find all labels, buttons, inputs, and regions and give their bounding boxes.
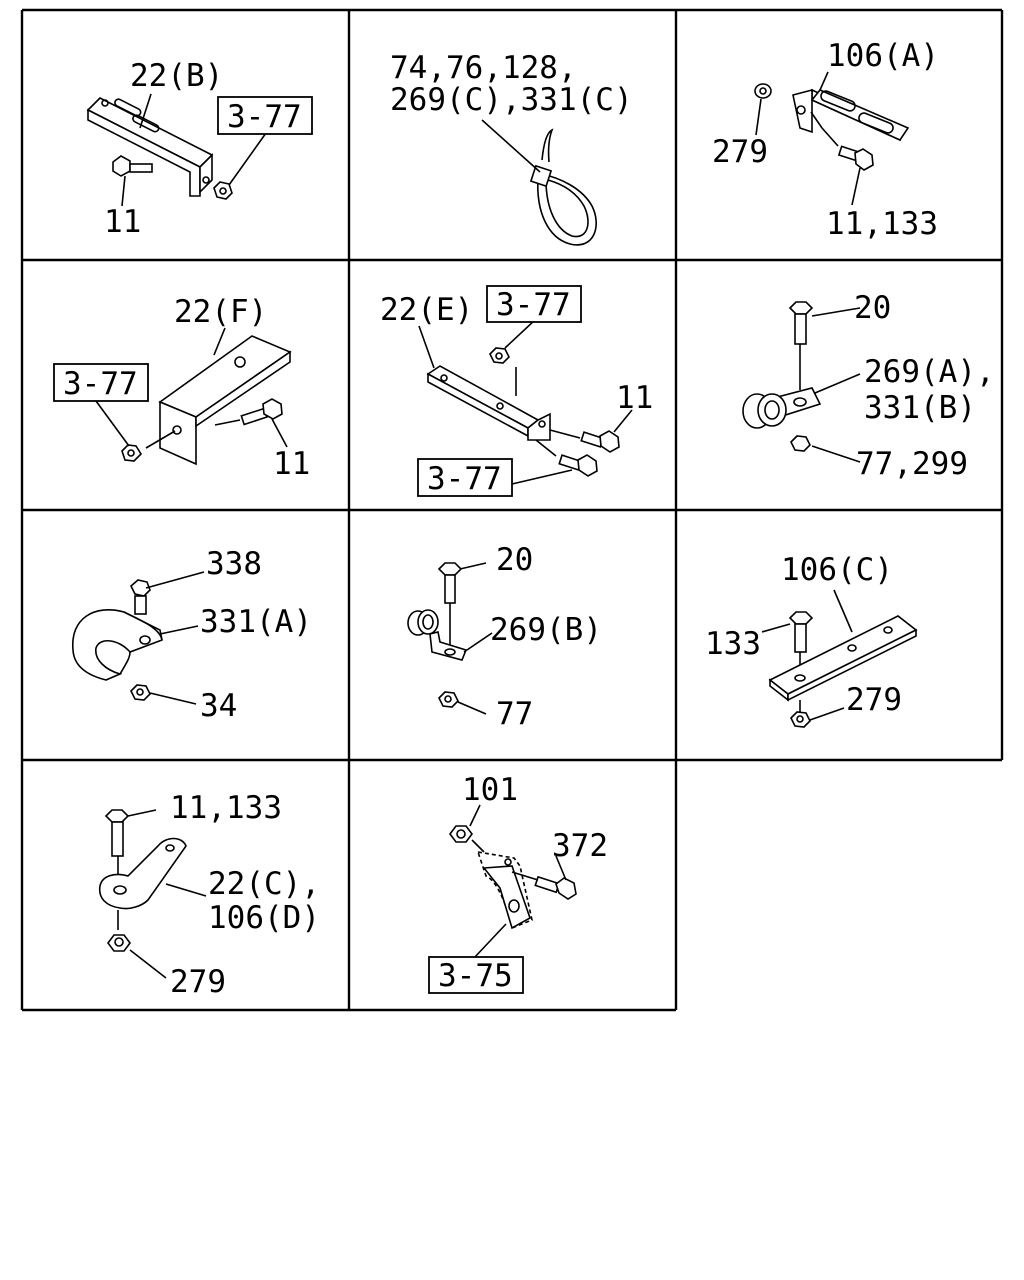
ref-box-3-77[interactable]	[486, 285, 582, 323]
bracket-22c-106d-drawing	[98, 837, 187, 910]
clamp-331a-icon	[72, 609, 163, 681]
label-269c-331c: 269(C),331(C)	[390, 82, 633, 118]
label-11-133: 11,133	[170, 790, 282, 826]
cell-bracket-106a: 106(A) 279 11,133	[712, 38, 939, 242]
label-74-76-128: 74,76,128,	[390, 50, 577, 86]
bracket-22b-drawing	[86, 97, 214, 197]
label-77-299: 77,299	[856, 446, 968, 482]
bolt-11-icon	[240, 398, 283, 426]
cell-clamp-331a: 338 331(A) 34	[72, 546, 312, 724]
bolt-338-icon	[130, 579, 151, 615]
label-279: 279	[712, 134, 768, 170]
label-372: 372	[552, 828, 608, 864]
label-20: 20	[496, 542, 533, 578]
label-101: 101	[462, 772, 518, 808]
washer-77-299-icon	[790, 435, 811, 452]
label-22b: 22(B)	[130, 58, 223, 94]
ref-box-3-75[interactable]	[428, 956, 524, 994]
bolt-372-icon	[534, 875, 577, 900]
nut-279-icon	[107, 934, 131, 952]
label-11: 11	[104, 204, 141, 240]
cell-bracket-3-75: 101 372 3-75	[428, 772, 608, 994]
nut-34-icon	[130, 684, 151, 701]
nut-101-icon	[449, 825, 473, 843]
cell-bracket-22b: 22(B) 11 3-77	[86, 58, 313, 240]
label-133: 133	[705, 626, 761, 662]
ref-3-77-text: 3-77	[427, 461, 502, 497]
nut-3-77-icon	[489, 347, 510, 364]
cell-bracket-22c-106d: 11,133 22(C), 106(D) 279	[98, 790, 320, 1000]
label-269b: 269(B)	[490, 612, 602, 648]
ref-3-75-text: 3-75	[438, 958, 513, 994]
clip-269b-icon	[407, 609, 468, 661]
label-22f: 22(F)	[174, 294, 267, 330]
label-22e: 22(E)	[380, 292, 473, 328]
label-106c: 106(C)	[781, 552, 893, 588]
bolt-11-icon	[580, 430, 620, 453]
label-106a: 106(A)	[827, 38, 939, 74]
bolt-20-icon	[437, 562, 463, 604]
label-106d: 106(D)	[208, 900, 320, 936]
label-279: 279	[846, 682, 902, 718]
diagram-grid	[20, 8, 1004, 1012]
label-11: 11	[616, 380, 653, 416]
label-279: 279	[170, 964, 226, 1000]
cell-bracket-22f: 22(F) 11 3-77	[53, 294, 310, 482]
clip-269a-icon	[742, 387, 822, 429]
label-22c: 22(C),	[208, 866, 320, 902]
label-338: 338	[206, 546, 262, 582]
bolt-11-133-icon	[104, 809, 130, 857]
nut-77-icon	[438, 691, 459, 708]
nut-3-77-icon	[121, 444, 143, 462]
ref-box-3-77[interactable]	[417, 458, 513, 497]
label-269a: 269(A),	[864, 354, 995, 390]
cell-clip-269a: 20 269(A), 331(B) 77,299	[742, 290, 995, 482]
ref-box-3-77[interactable]	[53, 363, 149, 402]
ref-3-77-text: 3-77	[227, 99, 302, 135]
bolt-11-icon	[112, 155, 153, 177]
label-20: 20	[854, 290, 891, 326]
bracket-106a-drawing	[792, 88, 910, 142]
plate-106c-drawing	[768, 615, 918, 702]
bolt-3-77-icon	[558, 454, 598, 477]
cell-bracket-22e: 22(E) 11 3-77 3-77	[380, 285, 653, 497]
cable-tie-icon	[529, 128, 597, 246]
cell-cable-tie: 74,76,128, 269(C),331(C)	[390, 50, 633, 246]
nut-3-77-icon	[213, 181, 233, 200]
bolt-11-133-icon	[837, 145, 874, 171]
label-11: 11	[273, 446, 310, 482]
label-77: 77	[496, 696, 533, 732]
ref-3-77-text: 3-77	[63, 366, 138, 402]
ref-box-3-77[interactable]	[217, 96, 313, 135]
cell-clip-269b: 20 269(B) 77	[407, 542, 602, 732]
bracket-22e-drawing	[426, 365, 551, 441]
label-11-133: 11,133	[826, 206, 938, 242]
bracket-3-75-drawing	[476, 850, 533, 930]
ref-3-77-text: 3-77	[496, 287, 571, 323]
bolt-133-icon	[788, 611, 814, 653]
label-34: 34	[200, 688, 237, 724]
label-331b: 331(B)	[864, 390, 976, 426]
bolt-20-icon	[788, 301, 814, 345]
nut-279-icon	[790, 711, 811, 728]
label-331a: 331(A)	[200, 604, 312, 640]
bracket-22f-drawing	[158, 335, 292, 466]
washer-279-icon	[754, 83, 772, 99]
cell-plate-106c: 106(C) 133 279	[705, 552, 918, 728]
